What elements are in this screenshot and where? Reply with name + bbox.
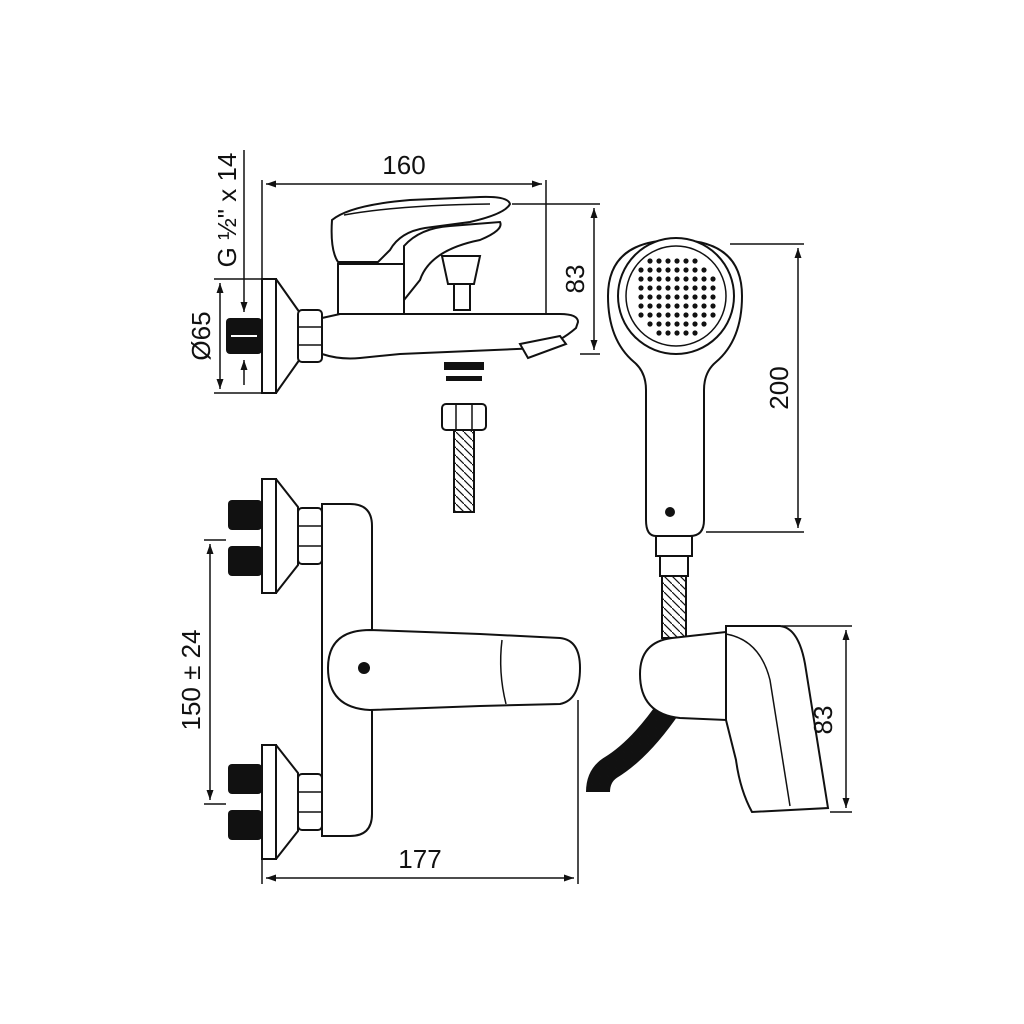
nozzle-dot (701, 276, 707, 282)
nozzle-dot (683, 321, 689, 327)
nozzle-dot (647, 321, 653, 327)
nozzle-dot (647, 312, 653, 318)
nozzle-dot (692, 294, 698, 300)
shower-logo (665, 507, 675, 517)
nozzle-dot (647, 258, 653, 264)
nozzle-dot (683, 303, 689, 309)
shower-holder: 83 (586, 625, 852, 814)
wall-flange (261, 278, 277, 394)
dim-flange-diameter: Ø65 (186, 311, 216, 360)
nozzle-dot (692, 285, 698, 291)
nozzle-dot (638, 312, 644, 318)
holder-ring (638, 630, 727, 722)
hose-hand (661, 575, 687, 639)
nozzle-dot (647, 303, 653, 309)
hose-side (453, 429, 475, 513)
flange-cone (275, 278, 301, 394)
nozzle-dot (638, 267, 644, 273)
nozzle-dot (710, 276, 716, 282)
nozzle-dot (710, 285, 716, 291)
nozzle-dot (638, 303, 644, 309)
nozzle-dot (692, 321, 698, 327)
nozzle-dot (647, 267, 653, 273)
nozzle-dot (665, 312, 671, 318)
nozzle-dot (665, 267, 671, 273)
nozzle-dot (692, 330, 698, 336)
dim-centers: 150 ± 24 (176, 629, 206, 730)
dim-side-height: 83 (560, 265, 590, 294)
nozzle-dot (692, 312, 698, 318)
lever-side (330, 195, 512, 263)
holder-bracket (725, 625, 830, 814)
nozzle-dot (647, 285, 653, 291)
mixer-front-view: 150 ± 24 177 (176, 478, 582, 884)
dim-holder-height: 83 (808, 706, 838, 735)
nozzle-dot (665, 258, 671, 264)
nozzle-dot (692, 267, 698, 273)
nozzle-dot (665, 303, 671, 309)
spout-lip (518, 334, 568, 360)
nozzle-dot (683, 258, 689, 264)
nozzle-dot (683, 312, 689, 318)
shower-nozzles (638, 258, 716, 336)
nozzle-dot (710, 303, 716, 309)
nozzle-dot (710, 312, 716, 318)
nozzle-dot (674, 294, 680, 300)
nozzle-dot (701, 294, 707, 300)
dim-hand-shower-length: 200 (764, 366, 794, 409)
nozzle-dot (656, 312, 662, 318)
hex-connector (297, 309, 323, 363)
nozzle-dot (674, 303, 680, 309)
nozzle-dot (656, 321, 662, 327)
nozzle-dot (692, 303, 698, 309)
dim-side-width: 160 (382, 150, 425, 180)
lever-front (326, 628, 582, 712)
nozzle-dot (674, 285, 680, 291)
nozzle-dot (656, 258, 662, 264)
nozzle-dot (701, 312, 707, 318)
mixer-side-view: 160 83 G ½" x 14 Ø65 (186, 150, 600, 513)
hand-shower: 200 (606, 237, 804, 639)
nozzle-dot (683, 267, 689, 273)
nozzle-dot (674, 312, 680, 318)
nozzle-dot (665, 321, 671, 327)
nozzle-dot (665, 330, 671, 336)
nozzle-dot (710, 294, 716, 300)
nozzle-dot (656, 330, 662, 336)
nozzle-dot (674, 321, 680, 327)
logo-mark (358, 662, 370, 674)
nozzle-dot (638, 285, 644, 291)
nozzle-dot (701, 321, 707, 327)
nozzle-dot (647, 276, 653, 282)
nozzle-dot (683, 285, 689, 291)
nozzle-dot (674, 267, 680, 273)
nozzle-dot (665, 294, 671, 300)
nozzle-dot (674, 330, 680, 336)
nozzle-dot (683, 294, 689, 300)
nozzle-dot (674, 276, 680, 282)
nozzle-dot (674, 258, 680, 264)
diverter-knob (440, 255, 482, 285)
nozzle-dot (683, 330, 689, 336)
nozzle-dot (656, 276, 662, 282)
nozzle-dot (665, 285, 671, 291)
nozzle-dot (647, 294, 653, 300)
nozzle-dot (701, 285, 707, 291)
nozzle-dot (701, 303, 707, 309)
nozzle-dot (692, 276, 698, 282)
dim-front-width: 177 (398, 844, 441, 874)
dim-thread: G ½" x 14 (212, 153, 242, 268)
nozzle-dot (656, 294, 662, 300)
nozzle-dot (683, 276, 689, 282)
nozzle-dot (638, 294, 644, 300)
nozzle-dot (692, 258, 698, 264)
nozzle-dot (656, 285, 662, 291)
nozzle-dot (656, 303, 662, 309)
nozzle-dot (656, 267, 662, 273)
hose-nut (441, 403, 487, 431)
nozzle-dot (701, 267, 707, 273)
nozzle-dot (638, 276, 644, 282)
nozzle-dot (665, 276, 671, 282)
